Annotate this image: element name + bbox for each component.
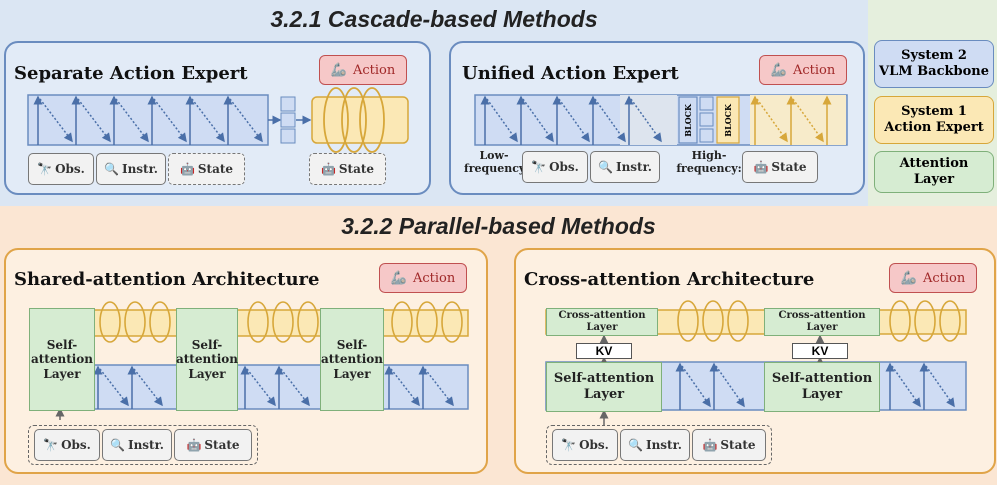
cross-attention-layer: Cross-attention Layer xyxy=(764,308,880,336)
action-label: Action xyxy=(792,62,836,78)
instr-chip: 🔍Instr. xyxy=(620,429,690,461)
self-attention-layer: Self-attention Layer xyxy=(764,362,880,412)
legend-attention-layer: Attention Layer xyxy=(874,151,994,193)
input-group xyxy=(546,425,772,465)
telescope-icon: 🔭 xyxy=(37,162,53,176)
self-attention-layer: Self-attention Layer xyxy=(546,362,662,412)
high-frequency-label: High- frequency: xyxy=(676,149,742,175)
obs-chip: 🔭Obs. xyxy=(522,151,588,183)
self-attention-layer: Self- attention Layer xyxy=(320,308,384,411)
state-label: State xyxy=(197,162,234,176)
action-button-cross: 🦾 Action xyxy=(889,263,977,293)
obs-label: Obs. xyxy=(61,438,91,452)
action-button-shared: 🦾 Action xyxy=(379,263,467,293)
document-search-icon: 🔍 xyxy=(110,438,125,452)
shared-action-stream xyxy=(89,301,469,343)
separate-action-expert-block xyxy=(311,87,409,153)
action-button-unified: 🦾 Action xyxy=(759,55,847,85)
obs-label: Obs. xyxy=(55,162,85,176)
state-chip: 🤖State xyxy=(168,153,245,185)
state-label: State xyxy=(204,438,240,452)
block-text: BLOCK xyxy=(683,103,693,137)
instr-label: Instr. xyxy=(615,160,652,174)
obs-chip: 🔭Obs. xyxy=(552,429,618,461)
robot-icon: 🤖 xyxy=(320,162,336,176)
telescope-icon: 🔭 xyxy=(531,160,547,174)
state-chip-action-expert: 🤖State xyxy=(309,153,386,185)
state-label: State xyxy=(771,160,807,174)
robot-icon: 🤖 xyxy=(179,162,195,176)
document-search-icon: 🔍 xyxy=(104,162,119,176)
instr-chip: 🔍Instr. xyxy=(590,151,660,183)
separate-panel-title: Separate Action Expert xyxy=(14,63,248,84)
instr-label: Instr. xyxy=(127,438,164,452)
shared-panel-title: Shared-attention Architecture xyxy=(14,269,320,290)
robot-icon: 🤖 xyxy=(702,438,718,452)
cascade-section-title: 3.2.1 Cascade-based Methods xyxy=(270,6,598,32)
block-text: BLOCK xyxy=(723,103,733,137)
separate-vlm-sequence xyxy=(27,94,312,146)
instr-label: Instr. xyxy=(645,438,682,452)
document-search-icon: 🔍 xyxy=(598,160,613,174)
action-label: Action xyxy=(352,62,396,78)
obs-label: Obs. xyxy=(579,438,609,452)
obs-chip: 🔭Obs. xyxy=(28,153,94,185)
low-frequency-label: Low- frequency: xyxy=(464,149,530,175)
block-label-1: BLOCK xyxy=(679,97,697,143)
instr-chip: 🔍Instr. xyxy=(102,429,172,461)
legend-vlm-backbone: System 2 VLM Backbone xyxy=(874,40,994,88)
block-label-2: BLOCK xyxy=(717,97,739,143)
robot-arm-icon: 🦾 xyxy=(900,270,917,286)
kv-box: KV xyxy=(792,343,848,359)
state-chip: 🤖State xyxy=(174,429,252,461)
unified-panel-title: Unified Action Expert xyxy=(462,63,679,84)
action-label: Action xyxy=(922,270,966,286)
obs-chip: 🔭Obs. xyxy=(34,429,100,461)
cross-panel-title: Cross-attention Architecture xyxy=(524,269,815,290)
legend-action-expert: System 1 Action Expert xyxy=(874,96,994,144)
kv-box: KV xyxy=(576,343,632,359)
unified-vlm-sequence xyxy=(474,94,848,146)
document-search-icon: 🔍 xyxy=(628,438,643,452)
cross-attention-layer: Cross-attention Layer xyxy=(546,308,658,336)
parallel-section-title: 3.2.2 Parallel-based Methods xyxy=(341,213,656,239)
state-label: State xyxy=(338,162,375,176)
shared-vlm-stream xyxy=(89,364,469,410)
robot-icon: 🤖 xyxy=(753,160,769,174)
action-label: Action xyxy=(412,270,456,286)
robot-arm-icon: 🦾 xyxy=(330,62,347,78)
self-attention-layer: Self- attention Layer xyxy=(29,308,95,411)
action-button-separate: 🦾 Action xyxy=(319,55,407,85)
telescope-icon: 🔭 xyxy=(561,438,577,452)
state-chip: 🤖State xyxy=(742,151,818,183)
instr-label: Instr. xyxy=(121,162,158,176)
obs-label: Obs. xyxy=(549,160,579,174)
state-chip: 🤖State xyxy=(692,429,766,461)
self-attention-layer: Self- attention Layer xyxy=(176,308,238,411)
telescope-icon: 🔭 xyxy=(43,438,59,452)
input-group xyxy=(28,425,258,465)
robot-icon: 🤖 xyxy=(186,438,202,452)
robot-arm-icon: 🦾 xyxy=(390,270,407,286)
instr-chip: 🔍Instr. xyxy=(96,153,166,185)
state-label: State xyxy=(720,438,756,452)
robot-arm-icon: 🦾 xyxy=(770,62,787,78)
